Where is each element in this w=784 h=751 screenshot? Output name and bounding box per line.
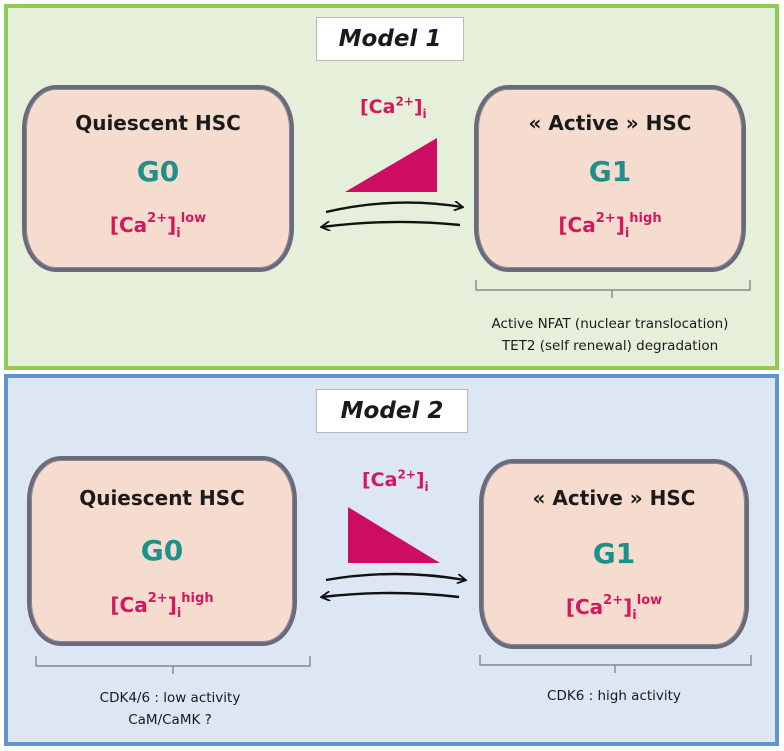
model-2-right-note: CDK6 : high activity (478, 685, 750, 707)
reverse-transition-arrow (322, 220, 461, 227)
calcium-concentration: [Ca2+]ilow (565, 593, 663, 623)
calcium-gradient-label: [Ca2+]i (360, 94, 427, 121)
note-line: Active NFAT (nuclear translocation) (491, 316, 729, 332)
reverse-transition-arrow (322, 593, 460, 597)
cell-name: Quiescent HSC (79, 486, 245, 510)
active-hsc-cell-model-2: « Active » HSC G1 [Ca2+]ilow (479, 459, 749, 649)
increasing-calcium-wedge (345, 138, 437, 192)
note-line: TET2 (self renewal) degradation (501, 338, 719, 354)
calcium-gradient-label: [Ca2+]i (362, 467, 429, 494)
model-2-left-note: CDK4/6 : low activity CaM/CaMK ? (30, 687, 310, 731)
active-hsc-brace (479, 655, 752, 673)
note-line: CDK6 : high activity (547, 688, 681, 704)
model-1-title: Model 1 (316, 17, 464, 61)
quiescent-hsc-cell-model-1: Quiescent HSC G0 [Ca2+]ilow (22, 85, 294, 272)
note-line: CDK4/6 : low activity (99, 690, 241, 706)
cell-name: « Active » HSC (532, 486, 696, 510)
cell-cycle-phase: G0 (136, 155, 180, 188)
quiescent-hsc-brace (35, 656, 311, 674)
cell-name: Quiescent HSC (75, 111, 241, 135)
forward-transition-arrow (325, 203, 462, 214)
cell-cycle-phase: G1 (592, 537, 636, 570)
cell-name: « Active » HSC (528, 111, 692, 135)
forward-transition-arrow (325, 572, 465, 580)
calcium-concentration: [Ca2+]ilow (109, 211, 207, 241)
note-line: CaM/CaMK ? (128, 712, 212, 728)
active-hsc-brace (475, 280, 751, 298)
model-1-right-note: Active NFAT (nuclear translocation) TET2… (470, 313, 750, 357)
decreasing-calcium-wedge (348, 507, 440, 563)
quiescent-hsc-cell-model-2: Quiescent HSC G0 [Ca2+]ihigh (27, 456, 297, 646)
calcium-concentration: [Ca2+]ihigh (110, 591, 214, 621)
cell-cycle-phase: G0 (140, 534, 184, 567)
calcium-concentration: [Ca2+]ihigh (558, 211, 662, 241)
active-hsc-cell-model-1: « Active » HSC G1 [Ca2+]ihigh (474, 85, 746, 272)
cell-cycle-phase: G1 (588, 155, 632, 188)
model-2-title: Model 2 (316, 389, 468, 433)
